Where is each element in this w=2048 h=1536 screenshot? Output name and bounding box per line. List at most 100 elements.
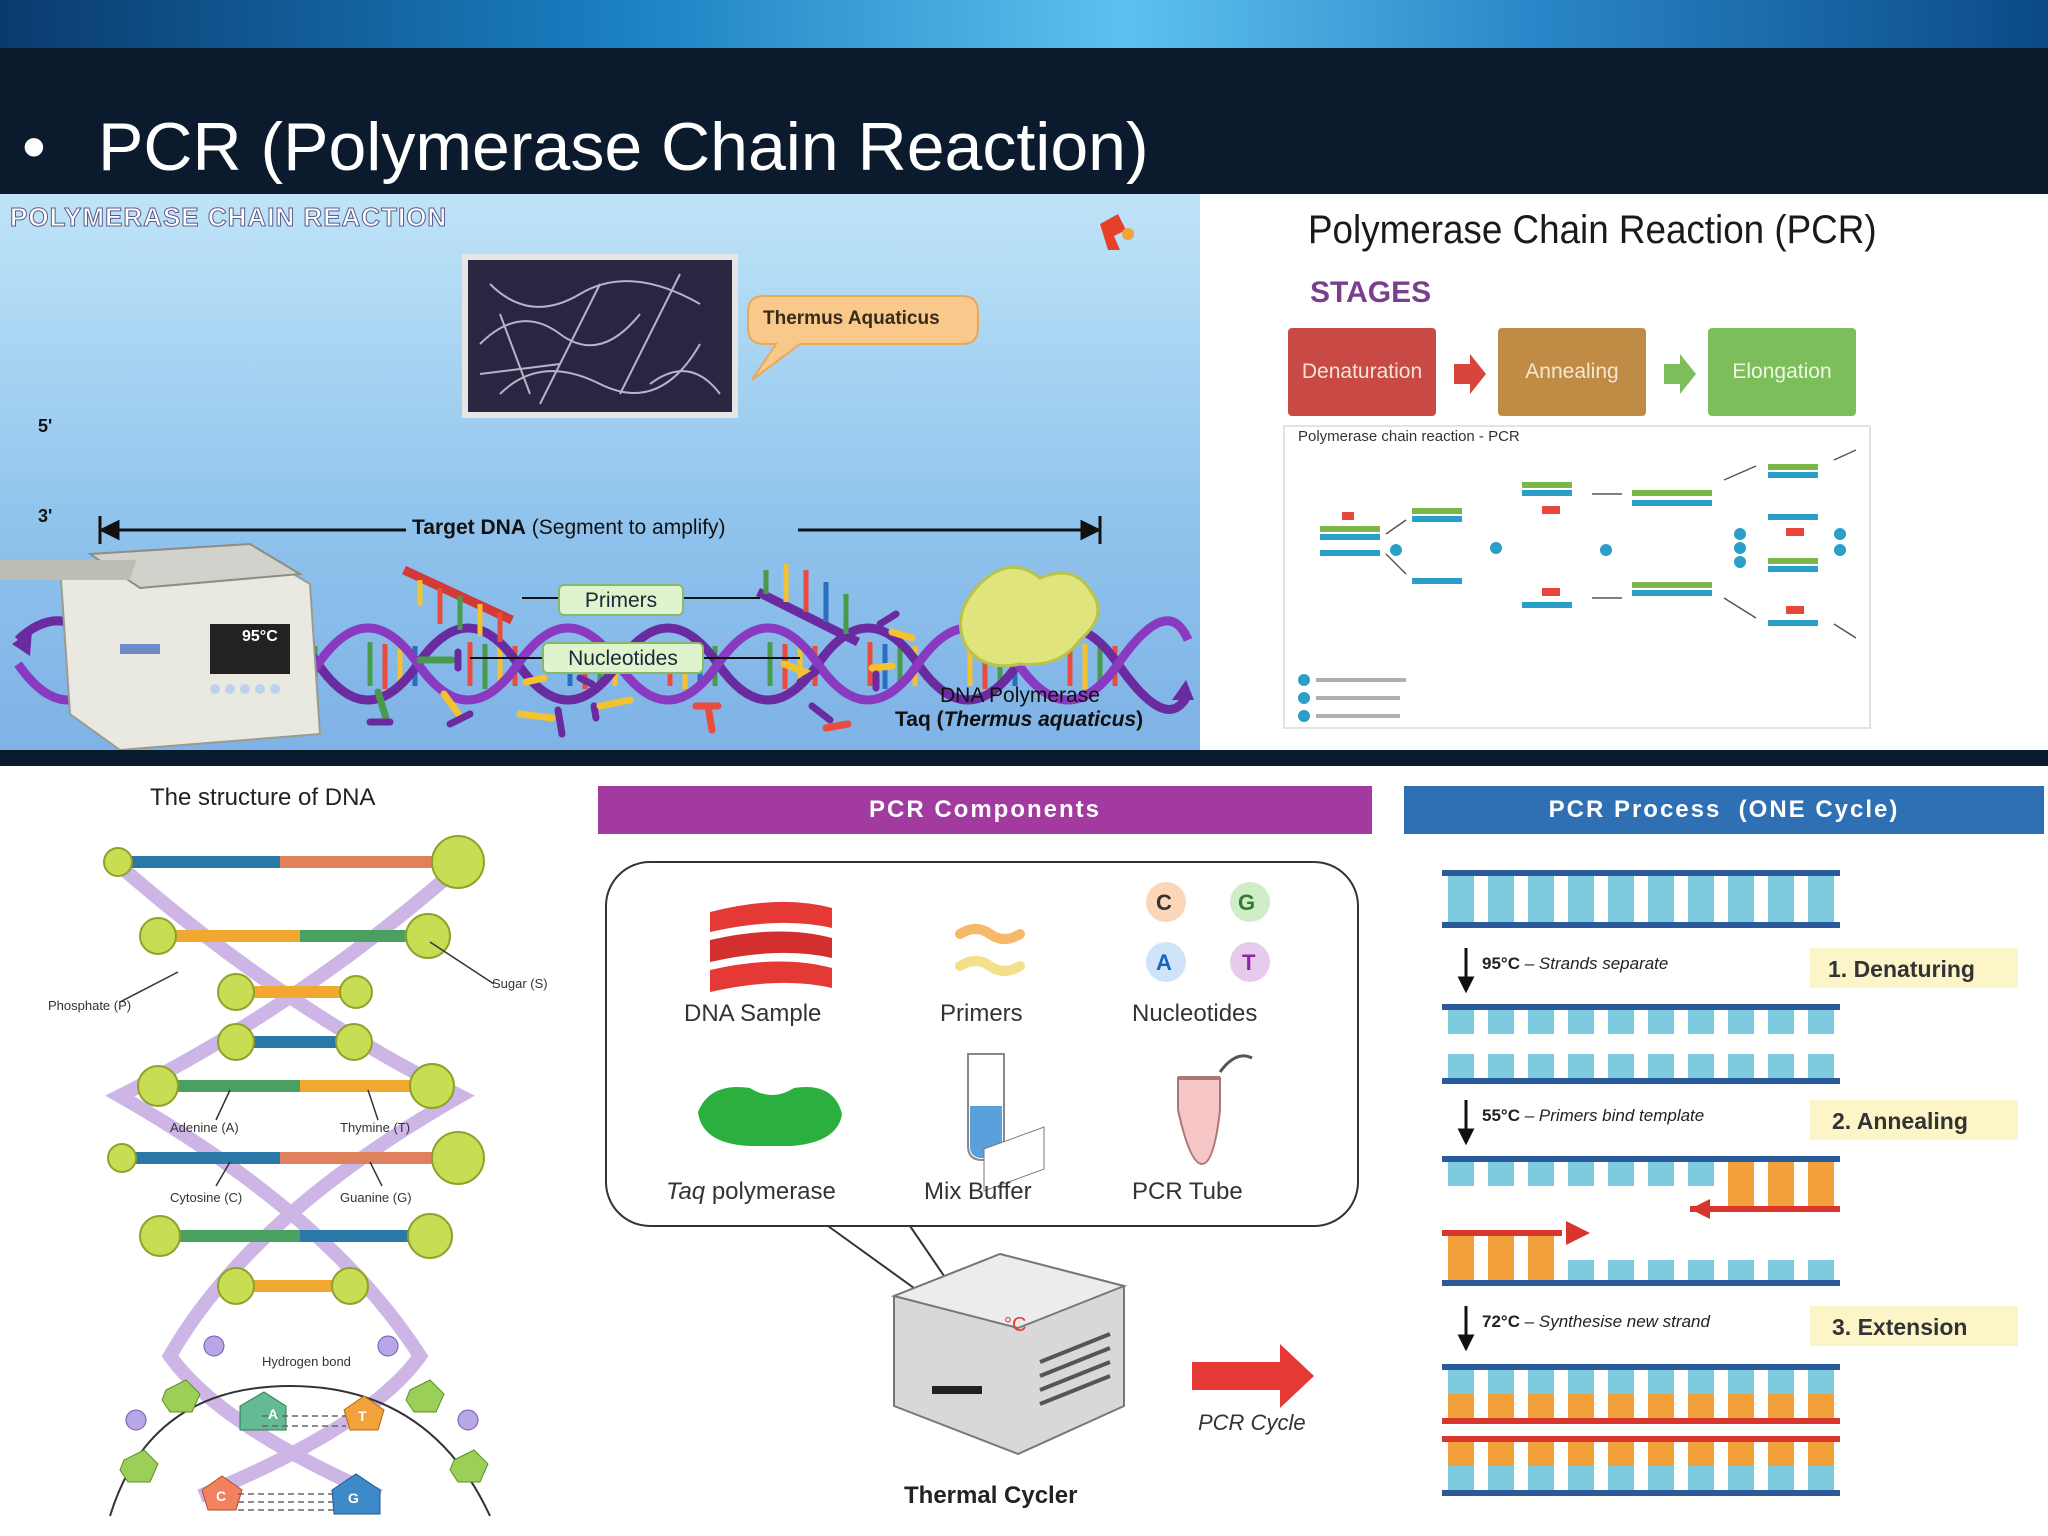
machine-display	[210, 624, 290, 674]
step-label-bg-2	[1810, 1100, 2018, 1140]
base-shapes	[201, 1391, 385, 1515]
base-letter-t: T	[358, 1408, 367, 1424]
pcr-components-panel: PCR Components	[580, 766, 1410, 1536]
callout-text: Thermus Aquaticus	[763, 308, 940, 329]
primers-label: Primers	[558, 584, 684, 616]
component-label-mix-buffer: Mix Buffer	[924, 1178, 1032, 1205]
pcr-diagram-frame	[1283, 425, 1871, 729]
components-graphics	[605, 861, 1359, 1456]
machine-display-temp: 95°C	[242, 628, 278, 645]
bacteria-strands	[479, 273, 721, 405]
nucleotides-label: Nucleotides	[542, 642, 704, 674]
step-1-temp: 95°C	[1482, 954, 1520, 973]
helix-arrow-left	[12, 630, 32, 656]
taq-suffix: )	[1136, 708, 1144, 731]
taq-prefix: Taq (	[895, 708, 944, 731]
step-3-text: Synthesise new strand	[1538, 1312, 1710, 1331]
stages-graphics	[1283, 354, 1871, 729]
pcr-illustration-panel: POLYMERASE CHAIN REACTION Thermus Aquati…	[0, 194, 1200, 750]
taq-word: Taq	[666, 1178, 706, 1205]
base-letter-c: C	[216, 1488, 227, 1504]
decorative-header-bar	[0, 0, 2048, 48]
step-2-temp: 55°C	[1482, 1106, 1520, 1125]
pcr-illustration-graphics	[0, 214, 1194, 750]
sugar-hexagons	[119, 1379, 489, 1483]
primers-icon	[955, 924, 1025, 976]
step-label-bg-1	[1810, 948, 2018, 988]
base-letter-g: G	[348, 1490, 359, 1506]
taq-polymerase-icon	[698, 1087, 842, 1146]
helix-arrow-right	[1172, 680, 1194, 700]
target-dna-rest: (Segment to amplify)	[531, 516, 726, 539]
process-graphics	[1442, 870, 2018, 1496]
pcr-process-panel: PCR Process (ONE Cycle)	[1400, 766, 2048, 1536]
pcr-tube-icon	[1177, 1054, 1253, 1166]
step-1-label: 1. Denaturing	[1828, 956, 1975, 982]
panel-header: POLYMERASE CHAIN REACTION	[9, 202, 448, 233]
pcr-stages-panel: Polymerase Chain Reaction (PCR) STAGES D…	[1200, 194, 2048, 750]
step-3-desc: 72°C – Synthesise new strand	[1482, 1312, 1710, 1331]
slide-title-text: PCR (Polymerase Chain Reaction)	[98, 109, 1149, 185]
base-a: A	[1156, 950, 1172, 975]
components-box	[605, 861, 1359, 1227]
nucleotide-pieces	[366, 610, 916, 738]
strand-annealing	[1442, 1156, 1840, 1286]
step-1-text: Strands separate	[1538, 954, 1669, 973]
dna-pointer-lines	[119, 941, 495, 1187]
components-header: PCR Components	[598, 786, 1372, 834]
slide-title: • PCR (Polymerase Chain Reaction)	[22, 108, 1149, 186]
label-connectors	[470, 597, 800, 659]
nucleotide-spheres	[103, 835, 485, 1305]
cytosine-label: Cytosine (C)	[170, 1190, 243, 1205]
zoom-arc	[109, 1384, 491, 1517]
step-3-label: 3. Extension	[1832, 1314, 1968, 1340]
thermal-cycler-machine	[0, 542, 322, 750]
primer-icon-left	[402, 565, 514, 642]
title-bar	[0, 48, 2048, 194]
panel-divider	[0, 750, 2048, 766]
stage-arrow-1	[1454, 354, 1486, 394]
hydrogen-bond-label: Hydrogen bond	[262, 1354, 351, 1369]
step-down-arrows	[1457, 948, 1475, 1352]
process-header: PCR Process (ONE Cycle)	[1404, 786, 2044, 834]
callout-bubble	[747, 295, 979, 381]
template-strands	[1320, 472, 1818, 626]
sugar-label: Sugar (S)	[492, 976, 548, 991]
base-c: C	[1156, 890, 1172, 915]
thermometer-unit: °C	[1004, 1314, 1027, 1336]
pcr-mini-diagram	[1298, 449, 1857, 722]
component-label-taq: Taq polymerase	[666, 1178, 836, 1206]
phosphate-label: Phosphate (P)	[48, 998, 132, 1013]
backbone-left	[115, 860, 475, 1503]
nucleotide-dots	[1390, 528, 1846, 568]
stage-box-annealing: Annealing	[1498, 328, 1646, 416]
dna-structure-graphics	[103, 835, 495, 1517]
step-3-temp: 72°C	[1482, 1312, 1520, 1331]
step-2-desc: 55°C – Primers bind template	[1482, 1106, 1705, 1125]
pcr-cycle-arrow	[1192, 1344, 1314, 1408]
step-2-text: Primers bind template	[1538, 1106, 1705, 1125]
strand-separated	[1442, 1004, 1840, 1084]
pcr-cycle-label: PCR Cycle	[1198, 1410, 1306, 1435]
dna-polymerase-label: DNA Polymerase	[940, 684, 1100, 707]
component-label-primers: Primers	[940, 1000, 1023, 1027]
step-label-bg-3	[1810, 1306, 2018, 1346]
polymerase-word: polymerase	[705, 1178, 836, 1205]
diagram-legend-dots	[1298, 674, 1406, 722]
bullet-marker: •	[22, 109, 46, 185]
strand-initial	[1442, 870, 1840, 928]
adenine-label: Adenine (A)	[170, 1120, 239, 1135]
primer-marks	[1342, 506, 1804, 614]
stage-box-elongation: Elongation	[1708, 328, 1856, 416]
dna-polymerase-blob	[958, 565, 1100, 668]
thermal-cycler-label: Thermal Cycler	[904, 1482, 1078, 1509]
thymine-label: Thymine (T)	[340, 1120, 411, 1135]
strand-extension	[1442, 1364, 1840, 1496]
logo-mark	[1100, 214, 1134, 250]
stages-label: STAGES	[1310, 276, 1432, 309]
nucleotide-circles	[1146, 882, 1270, 982]
phosphate-nodes	[125, 1335, 479, 1431]
taq-label: Taq (Thermus aquaticus)	[895, 708, 1143, 732]
dna-sample-icon	[710, 901, 832, 992]
target-dna-label: Target DNA (Segment to amplify)	[412, 516, 726, 540]
